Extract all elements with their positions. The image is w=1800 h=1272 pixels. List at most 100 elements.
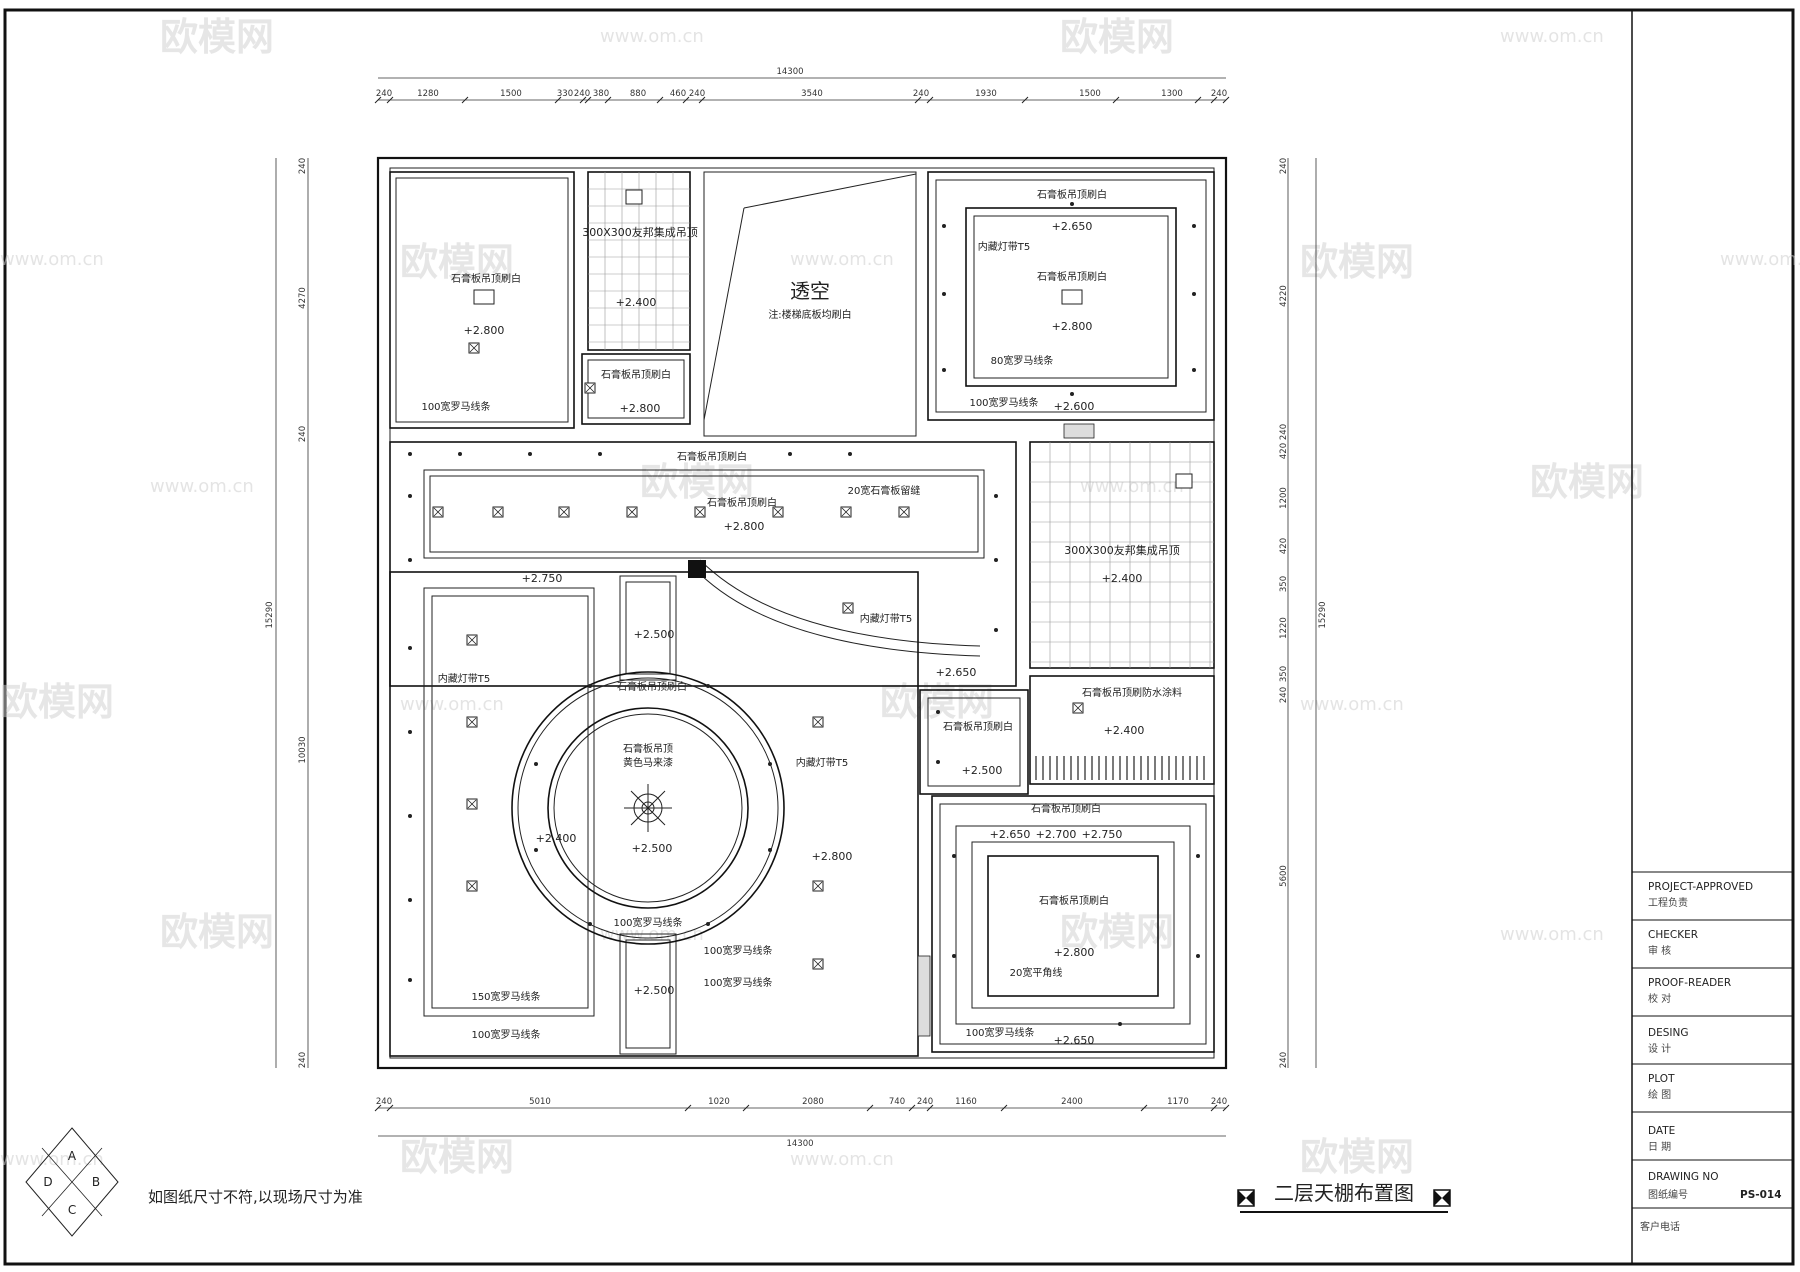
dim-tick <box>1194 96 1202 104</box>
br-room-l3: +2.750 <box>1082 828 1123 841</box>
watermark-url: www.om.cn <box>1500 26 1604 47</box>
dim-top: 460 <box>670 89 686 99</box>
tr-room-bottom-level: +2.600 <box>1054 400 1095 413</box>
chandelier-icon <box>624 784 672 832</box>
downlight-icon <box>841 507 851 517</box>
light-dot <box>408 898 412 902</box>
living-top-label: 石膏板吊顶刷白 <box>677 450 747 463</box>
downlight-icon <box>467 881 477 891</box>
void-title: 透空 <box>790 279 830 303</box>
dim-tick <box>742 1104 750 1112</box>
small-mid-wall <box>919 689 1029 795</box>
downlight-icon <box>467 635 477 645</box>
dim-right: 240 <box>1279 1052 1289 1068</box>
downlight-icon <box>467 717 477 727</box>
light-dot <box>952 954 956 958</box>
dim-tick <box>374 96 382 104</box>
tr-room-strip: 内藏灯带T5 <box>978 240 1030 253</box>
br-room-wall <box>931 795 1215 1053</box>
balcony-label: 石膏板吊顶刷防水涂料 <box>1082 686 1182 699</box>
small-mid-label: 石膏板吊顶刷白 <box>943 720 1013 733</box>
tb-drawing-no: DRAWING NO <box>1648 1171 1719 1183</box>
watermark-url: www.om.cn <box>400 694 504 715</box>
tb-project-approved-cn: 工程负责 <box>1648 896 1688 909</box>
light-dot <box>598 452 602 456</box>
light-dot <box>408 814 412 818</box>
tl-room-level: +2.800 <box>464 324 505 337</box>
dim-right: 350 <box>1279 576 1289 592</box>
bath-top-fan-icon <box>625 189 643 205</box>
tr-room-inner-label: 石膏板吊顶刷白 <box>1037 270 1107 283</box>
circle-outer2 <box>517 677 779 939</box>
br-room-label: 石膏板吊顶刷白 <box>1031 802 1101 815</box>
watermark-brand: 欧模网 <box>1530 460 1644 504</box>
dim-tick <box>1021 96 1029 104</box>
dim-bottom: 1020 <box>708 1097 730 1107</box>
dim-top: 1300 <box>1161 89 1183 99</box>
circle-outer <box>511 671 785 945</box>
small-mid-level: +2.500 <box>962 764 1003 777</box>
circle-inner2 <box>553 713 743 903</box>
tb-plot-cn: 绘 图 <box>1648 1088 1671 1101</box>
dim-bottom: 240 <box>917 1097 933 1107</box>
living-main-strip-r: 内藏灯带T5 <box>796 756 848 769</box>
dim-right: 240 <box>1279 158 1289 174</box>
bath-right-level: +2.400 <box>1102 572 1143 585</box>
watermark-layer: 欧模网 欧模网 www.om.cn www.om.cn 欧模网 欧模网 www.… <box>0 15 1800 1179</box>
downlight-icon <box>773 507 783 517</box>
living-top-strip: 内藏灯带T5 <box>860 612 912 625</box>
dim-tick <box>386 96 394 104</box>
living-curve-inner <box>699 573 981 657</box>
dim-tick <box>579 96 587 104</box>
light-dot <box>942 224 946 228</box>
light-dot <box>1196 954 1200 958</box>
tr-room-trim <box>935 179 1207 413</box>
dim-top: 380 <box>593 89 609 99</box>
living-main-level28: +2.800 <box>812 850 853 863</box>
column-strip-top-inner <box>625 581 671 675</box>
dim-top-total: 14300 <box>776 67 803 77</box>
living-main-strip-l: 内藏灯带T5 <box>438 672 490 685</box>
tb-client-phone: 客户电话 <box>1640 1220 1680 1233</box>
living-main-trim100b: 100宽罗马线条 <box>703 944 772 957</box>
dim-top: 240 <box>689 89 705 99</box>
watermark-brand: 欧模网 <box>640 460 754 504</box>
hatch-wall-top <box>1063 423 1095 439</box>
downlight-icon <box>433 507 443 517</box>
compass-d: D <box>43 1175 52 1189</box>
dim-tick <box>604 96 612 104</box>
light-dot <box>788 452 792 456</box>
watermark-url: www.om.cn <box>1720 249 1800 270</box>
tb-proof-reader-cn: 校 对 <box>1648 992 1671 1005</box>
dim-top: 1500 <box>500 89 522 99</box>
watermark-url: www.om.cn <box>790 1149 894 1170</box>
compass-c: C <box>68 1203 76 1217</box>
dim-tick <box>698 96 706 104</box>
bath-right-fan-icon <box>1175 473 1193 489</box>
br-room-inner-level: +2.800 <box>1054 946 1095 959</box>
dim-tick <box>1140 1104 1148 1112</box>
light-dot <box>942 368 946 372</box>
light-dot <box>994 494 998 498</box>
balcony-wall <box>1029 675 1215 785</box>
hatch-wall <box>917 955 931 1037</box>
tb-proof-reader: PROOF-READER <box>1648 977 1731 989</box>
dim-tick <box>1210 1104 1218 1112</box>
tl-room-wall <box>389 171 575 429</box>
right-dimensions: 15290 240 4220 240 420 1200 420 350 1220… <box>1279 158 1328 1068</box>
column-strip-bottom-inner <box>625 939 671 1049</box>
compass-icon: A B C D <box>25 1127 119 1237</box>
tb-project-approved: PROJECT-APPROVED <box>1648 881 1753 893</box>
br-room-l4 <box>987 855 1159 997</box>
living-main-trim100d: 100宽罗马线条 <box>471 1028 540 1041</box>
dim-top: 240 <box>376 89 392 99</box>
dim-right: 240 <box>1279 687 1289 703</box>
downlight-icon <box>695 507 705 517</box>
downlight-icon <box>899 507 909 517</box>
br-room-trim100: 100宽罗马线条 <box>965 1026 1034 1039</box>
tr-room-inner-level: +2.800 <box>1052 320 1093 333</box>
dim-top: 1930 <box>975 89 997 99</box>
dim-tick <box>682 96 690 104</box>
title-block: PROJECT-APPROVED 工程负责 CHECKER 审 核 PROOF-… <box>1631 10 1793 1264</box>
dim-tick <box>1000 1104 1008 1112</box>
